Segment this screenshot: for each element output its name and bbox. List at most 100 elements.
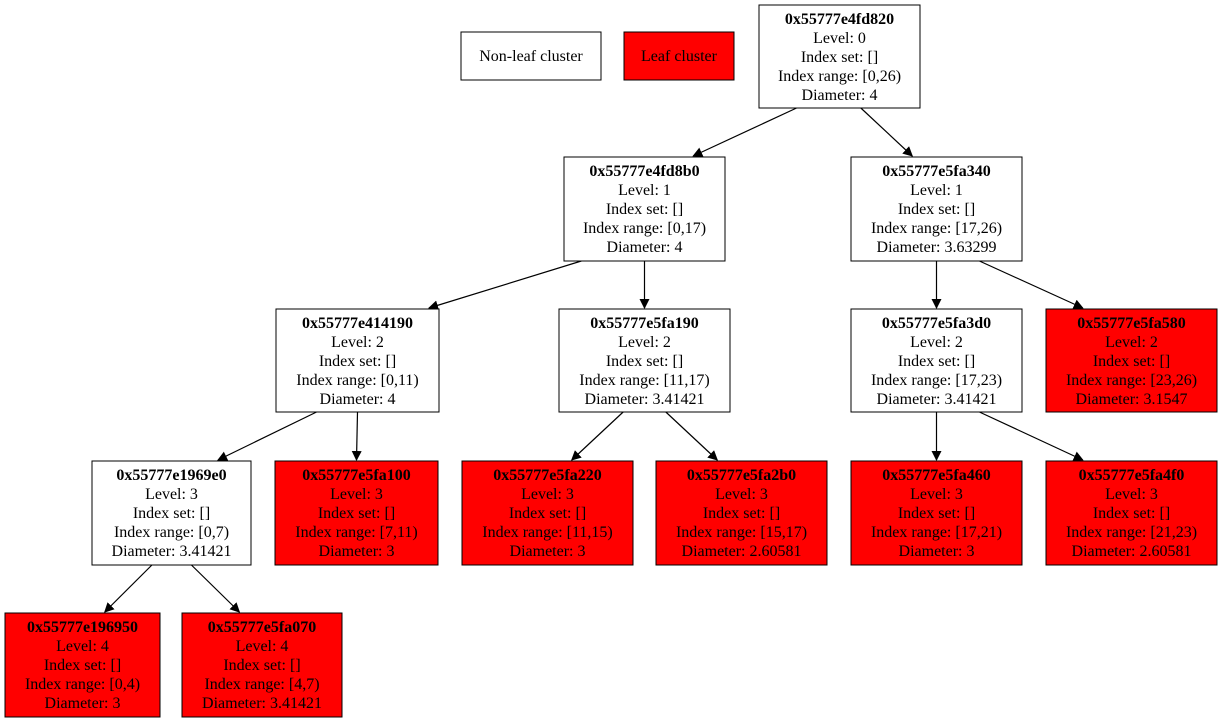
node-level: Level: 3 bbox=[330, 486, 383, 503]
node-level: Level: 2 bbox=[910, 334, 963, 351]
node-index-set: Index set: [] bbox=[133, 505, 210, 522]
node-level: Level: 0 bbox=[813, 30, 866, 47]
node-diameter: Diameter: 4 bbox=[607, 239, 683, 256]
edge-arrow bbox=[979, 260, 1084, 309]
node-box bbox=[274, 460, 439, 566]
node-title: 0x55777e5fa070 bbox=[208, 619, 316, 636]
node-index-range: Index range: [0,17) bbox=[583, 220, 706, 237]
node-index-range: Index range: [15,17) bbox=[676, 524, 807, 541]
node-title: 0x55777e5fa3d0 bbox=[882, 315, 991, 332]
node-level: Level: 2 bbox=[1105, 334, 1158, 351]
node-index-range: Index range: [23,26) bbox=[1066, 372, 1197, 389]
node-box bbox=[1045, 308, 1218, 413]
node-title: 0x55777e5fa580 bbox=[1077, 315, 1185, 332]
edge-arrow bbox=[860, 107, 913, 157]
node-diameter: Diameter: 3.41421 bbox=[202, 695, 322, 712]
node-index-set: Index set: [] bbox=[1093, 353, 1170, 370]
node-title: 0x55777e5fa2b0 bbox=[687, 467, 796, 484]
node-index-set: Index set: [] bbox=[898, 201, 975, 218]
edge-arrow bbox=[692, 107, 797, 157]
node-index-range: Index range: [21,23) bbox=[1066, 524, 1197, 541]
node-diameter: Diameter: 3 bbox=[45, 695, 121, 712]
legend-non-leaf: Non-leaf cluster bbox=[460, 31, 602, 81]
node-index-set: Index set: [] bbox=[898, 353, 975, 370]
node-index-set: Index set: [] bbox=[703, 505, 780, 522]
edges bbox=[104, 107, 1084, 613]
node-box bbox=[850, 460, 1023, 566]
node-index-range: Index range: [0,26) bbox=[778, 68, 901, 85]
node-index-set: Index set: [] bbox=[509, 505, 586, 522]
edge-arrow bbox=[428, 260, 582, 311]
node-index-set: Index set: [] bbox=[44, 657, 121, 674]
edge-arrow bbox=[571, 411, 624, 461]
node-diameter: Diameter: 3.41421 bbox=[112, 543, 232, 560]
node-index-range: Index range: [17,26) bbox=[871, 220, 1002, 237]
node-diameter: Diameter: 3.41421 bbox=[585, 391, 705, 408]
node-diameter: Diameter: 2.60581 bbox=[682, 543, 802, 560]
node-box bbox=[181, 612, 343, 718]
legend-leaf-swatch bbox=[623, 31, 735, 81]
node-box bbox=[4, 612, 161, 718]
node-title: 0x55777e414190 bbox=[302, 315, 413, 332]
node-level: Level: 3 bbox=[145, 486, 198, 503]
node-index-range: Index range: [11,15) bbox=[482, 524, 612, 541]
node-index-range: Index range: [11,17) bbox=[579, 372, 709, 389]
node-index-set: Index set: [] bbox=[801, 49, 878, 66]
edge-arrow bbox=[351, 411, 362, 461]
node-box bbox=[461, 460, 634, 566]
node-box bbox=[758, 4, 921, 109]
node-diameter: Diameter: 3.63299 bbox=[877, 239, 997, 256]
node-index-range: Index range: [0,4) bbox=[25, 676, 140, 693]
node-diameter: Diameter: 4 bbox=[802, 87, 878, 104]
node-title: 0x55777e5fa190 bbox=[590, 315, 698, 332]
node-index-range: Index range: [0,7) bbox=[114, 524, 229, 541]
node-index-set: Index set: [] bbox=[606, 201, 683, 218]
node-index-set: Index set: [] bbox=[898, 505, 975, 522]
node-level: Level: 2 bbox=[331, 334, 384, 351]
node-index-range: Index range: [17,23) bbox=[871, 372, 1002, 389]
node-title: 0x55777e5fa340 bbox=[882, 163, 990, 180]
edge-arrow bbox=[104, 564, 153, 613]
node-index-range: Index range: [4,7) bbox=[204, 676, 319, 693]
node-level: Level: 4 bbox=[236, 638, 289, 655]
node-index-set: Index set: [] bbox=[1093, 505, 1170, 522]
node-index-range: Index range: [17,21) bbox=[871, 524, 1002, 541]
node-diameter: Diameter: 2.60581 bbox=[1072, 543, 1192, 560]
node-diameter: Diameter: 3 bbox=[319, 543, 395, 560]
node-index-set: Index set: [] bbox=[606, 353, 683, 370]
node-level: Level: 1 bbox=[618, 182, 671, 199]
node-title: 0x55777e5fa220 bbox=[493, 467, 601, 484]
node-level: Level: 3 bbox=[910, 486, 963, 503]
node-title: 0x55777e196950 bbox=[27, 619, 138, 636]
node-diameter: Diameter: 3.1547 bbox=[1076, 391, 1188, 408]
node-title: 0x55777e1969e0 bbox=[116, 467, 226, 484]
node-title: 0x55777e5fa100 bbox=[302, 467, 410, 484]
edge-arrow bbox=[190, 564, 241, 613]
node-box bbox=[558, 308, 731, 413]
node-box bbox=[850, 308, 1023, 413]
node-box bbox=[850, 156, 1023, 262]
node-level: Level: 3 bbox=[1105, 486, 1158, 503]
node-index-set: Index set: [] bbox=[319, 353, 396, 370]
node-diameter: Diameter: 3 bbox=[510, 543, 586, 560]
node-level: Level: 3 bbox=[715, 486, 768, 503]
node-level: Level: 3 bbox=[521, 486, 574, 503]
node-level: Level: 2 bbox=[618, 334, 671, 351]
legend-leaf-label: Leaf cluster bbox=[641, 48, 718, 65]
edge-arrow bbox=[979, 411, 1084, 461]
